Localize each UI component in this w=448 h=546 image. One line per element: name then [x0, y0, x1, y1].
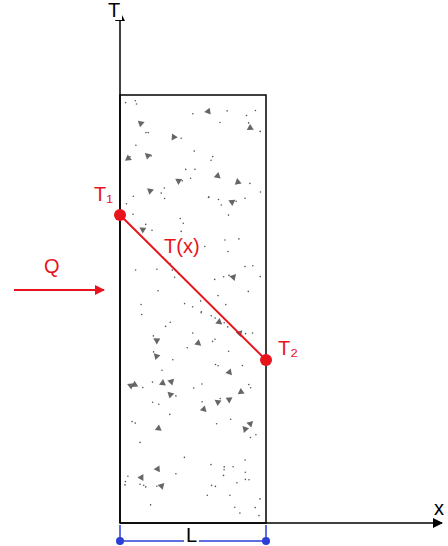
profile-label: T(x)	[162, 236, 202, 256]
heat-flow-arrow	[14, 289, 104, 291]
temperature-profile	[120, 215, 266, 360]
point-t2	[260, 354, 272, 366]
temperature-label: T₁	[92, 184, 115, 204]
wall-outline	[120, 95, 266, 523]
t-axis	[119, 12, 121, 523]
axis-label: x	[432, 498, 446, 518]
concrete-texture	[124, 100, 261, 516]
x-axis	[120, 522, 442, 524]
temperature-label: T₂	[276, 338, 300, 358]
point-t1	[114, 209, 126, 221]
dimension-dot	[262, 537, 270, 545]
axis-label: T	[106, 0, 122, 20]
dimension-dot	[116, 537, 124, 545]
dimension-label: L	[184, 525, 199, 545]
heat-flow-label: Q	[42, 256, 62, 276]
